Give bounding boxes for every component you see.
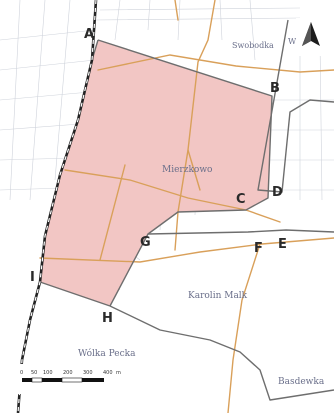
scale-tick-50: 50 [31, 370, 37, 376]
point-label-a: A [84, 27, 94, 42]
place-label-southwest: Wólka Pecka [78, 348, 136, 359]
place-label-center: Mierzkowo [162, 165, 212, 175]
scale-tick-200: 200 [63, 370, 73, 376]
scale-bar: 0 50 100 200 300 400 m [18, 364, 128, 394]
point-label-e: E [278, 237, 287, 252]
scale-tick-100: 100 [43, 370, 53, 376]
place-label-southeast: Basdewka [278, 377, 325, 387]
study-area [40, 40, 272, 306]
point-label-c: C [236, 192, 246, 207]
point-label-b: B [270, 81, 280, 96]
point-label-i: I [30, 270, 35, 285]
scale-tick-0: 0 [20, 370, 23, 376]
north-arrow-icon [296, 18, 326, 56]
railway [16, 0, 98, 413]
place-label-top-village: Swobodka [232, 41, 274, 50]
roads [39, 0, 334, 413]
point-label-d: D [272, 185, 283, 200]
point-label-f: F [254, 241, 263, 256]
scale-unit: m [116, 370, 121, 376]
point-label-g: G [140, 235, 151, 250]
scale-tick-400: 400 [103, 370, 113, 376]
point-label-h: H [102, 311, 113, 326]
scale-tick-300: 300 [83, 370, 93, 376]
place-label-south-center: Karolin Malk [188, 291, 248, 301]
